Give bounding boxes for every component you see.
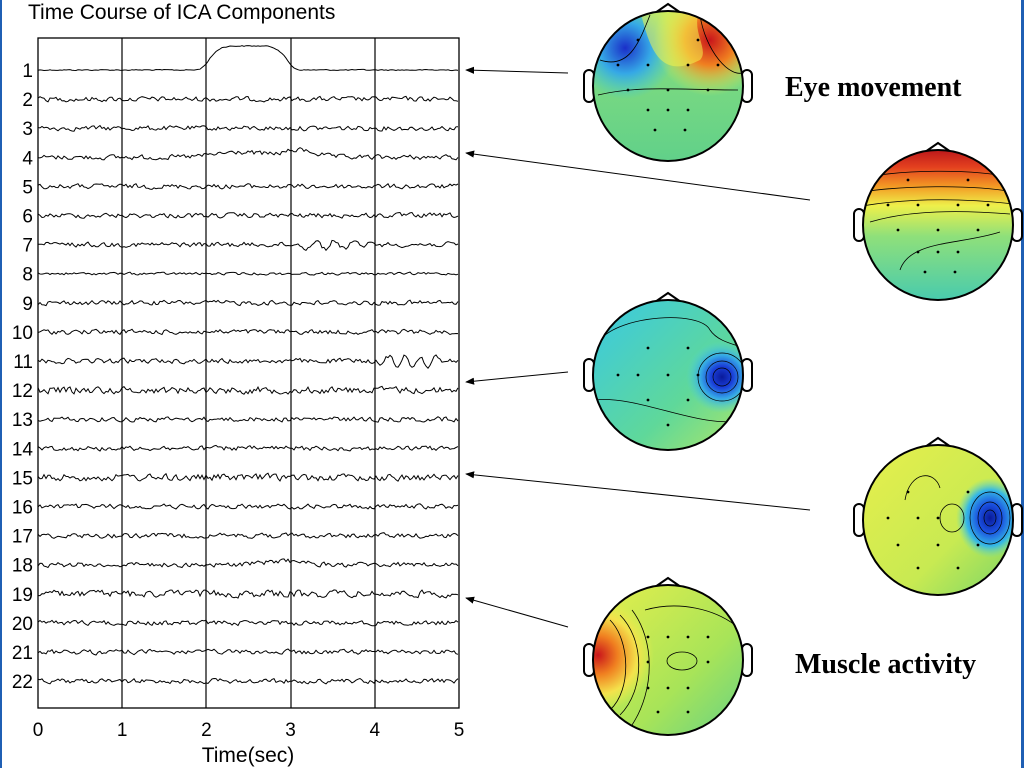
trace-component-10 bbox=[37, 328, 459, 336]
trace-component-2 bbox=[37, 95, 459, 103]
trace-component-20 bbox=[37, 619, 459, 627]
component-label-14: 14 bbox=[12, 439, 34, 460]
component-label-1: 1 bbox=[22, 61, 33, 82]
scalp-map-component-4 bbox=[853, 141, 1023, 301]
component-label-22: 22 bbox=[12, 672, 33, 693]
component-label-19: 19 bbox=[12, 585, 33, 606]
trace-component-13 bbox=[37, 416, 459, 423]
plot-frame bbox=[37, 37, 460, 709]
component-label-13: 13 bbox=[12, 410, 33, 431]
trace-component-3 bbox=[37, 124, 459, 132]
x-tick-0: 0 bbox=[33, 720, 44, 741]
arrow-component-4 bbox=[465, 150, 811, 201]
x-tick-4: 4 bbox=[370, 720, 381, 741]
trace-component-4 bbox=[37, 147, 459, 161]
component-label-8: 8 bbox=[22, 265, 33, 286]
trace-component-12 bbox=[37, 385, 459, 395]
trace-component-5 bbox=[37, 183, 459, 190]
trace-component-17 bbox=[37, 532, 459, 539]
trace-component-22 bbox=[37, 677, 459, 685]
trace-component-21 bbox=[37, 648, 459, 656]
component-label-11: 11 bbox=[13, 352, 33, 373]
trace-component-14 bbox=[37, 444, 459, 452]
component-label-16: 16 bbox=[12, 498, 33, 519]
arrow-component-12 bbox=[465, 371, 569, 385]
annotation-muscle-activity: Muscle activity bbox=[795, 649, 976, 680]
annotation-eye-movement: Eye movement bbox=[785, 72, 962, 103]
trace-component-18 bbox=[37, 558, 459, 569]
slide-frame-right bbox=[1021, 0, 1024, 768]
arrows bbox=[465, 66, 811, 628]
slide-frame-left bbox=[0, 0, 2, 768]
component-label-10: 10 bbox=[12, 323, 33, 344]
x-tick-5: 5 bbox=[454, 720, 465, 741]
scalp-map-component-12 bbox=[583, 291, 753, 451]
component-label-20: 20 bbox=[12, 614, 33, 635]
component-label-4: 4 bbox=[22, 148, 33, 169]
component-traces bbox=[37, 45, 459, 685]
trace-component-19 bbox=[38, 589, 459, 599]
trace-component-9 bbox=[37, 299, 459, 307]
figure-title: Time Course of ICA Components bbox=[28, 1, 335, 24]
trace-component-11 bbox=[37, 354, 459, 369]
component-label-3: 3 bbox=[22, 119, 33, 140]
component-label-17: 17 bbox=[12, 527, 33, 548]
trace-component-16 bbox=[37, 503, 459, 510]
scalp-map-component-15 bbox=[853, 436, 1023, 596]
arrow-component-19 bbox=[465, 596, 569, 628]
x-tick-labels: 0 1 2 3 4 5 bbox=[33, 720, 465, 741]
component-label-12: 12 bbox=[12, 381, 33, 402]
scalp-map-component-1 bbox=[583, 2, 753, 162]
trace-component-6 bbox=[37, 211, 459, 219]
x-axis-label: Time(sec) bbox=[202, 744, 295, 767]
component-label-15: 15 bbox=[12, 468, 33, 489]
trace-component-15 bbox=[37, 472, 459, 482]
x-tick-3: 3 bbox=[285, 720, 296, 741]
arrow-component-1 bbox=[465, 66, 569, 74]
trace-component-7 bbox=[38, 239, 459, 252]
scalp-map-component-19 bbox=[583, 576, 753, 736]
trace-component-8 bbox=[37, 271, 459, 276]
component-label-21: 21 bbox=[12, 643, 33, 664]
component-label-9: 9 bbox=[22, 294, 33, 315]
component-label-2: 2 bbox=[22, 90, 33, 111]
component-label-7: 7 bbox=[22, 236, 33, 257]
trace-component-1 bbox=[37, 45, 459, 72]
component-label-5: 5 bbox=[22, 177, 33, 198]
x-tick-1: 1 bbox=[117, 720, 128, 741]
x-tick-2: 2 bbox=[201, 720, 212, 741]
component-label-18: 18 bbox=[12, 556, 33, 577]
component-label-6: 6 bbox=[22, 207, 33, 228]
arrow-component-15 bbox=[465, 471, 811, 511]
